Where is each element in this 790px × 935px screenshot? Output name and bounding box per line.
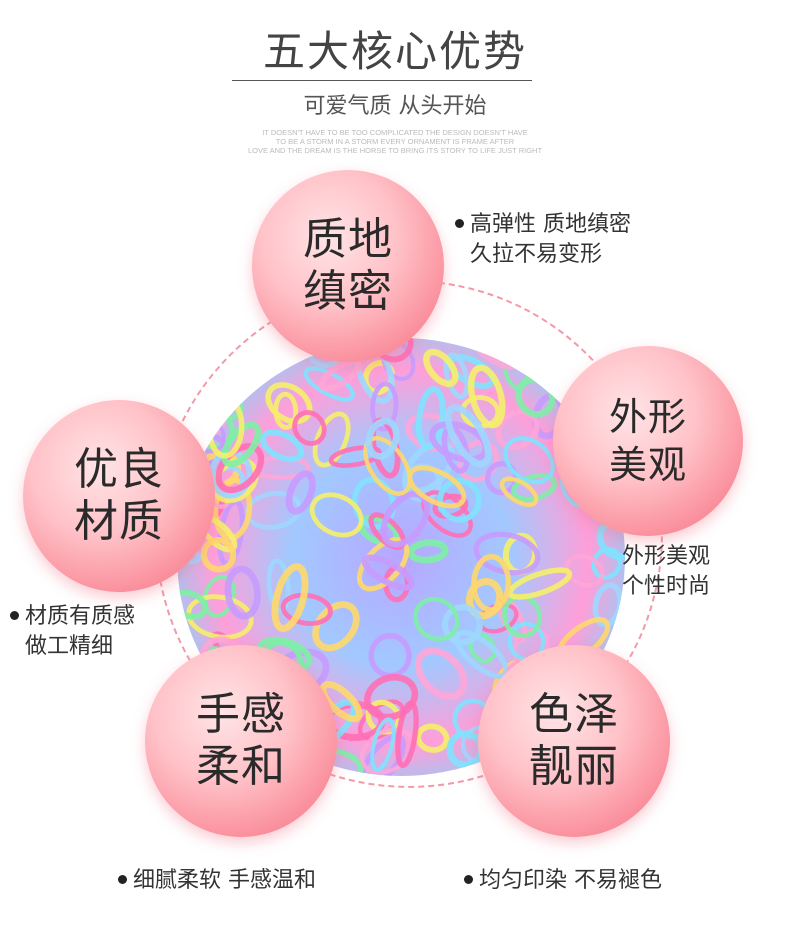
hair-band	[224, 565, 261, 620]
hair-band	[177, 589, 209, 620]
hair-band	[312, 411, 351, 468]
hair-band	[407, 539, 449, 564]
desc-texture: 高弹性 质地缜密 久拉不易变形	[455, 210, 631, 270]
hair-band	[328, 445, 382, 468]
desc-feel-1: 细腻柔软 手感温和	[133, 868, 316, 893]
hair-band	[318, 358, 362, 392]
hair-band	[415, 386, 446, 451]
hair-band	[503, 436, 555, 485]
hair-band	[200, 537, 237, 573]
bullet-dot	[464, 874, 473, 884]
hair-band	[473, 531, 541, 576]
desc-appearance: 外形美观 个性时尚	[622, 542, 710, 602]
desc-appearance-2: 个性时尚	[622, 574, 711, 599]
feature-texture-line1: 质地	[303, 214, 393, 265]
hair-band	[186, 594, 254, 640]
feature-bubble-appearance: 外形 美观	[553, 346, 743, 536]
hair-band	[265, 382, 313, 425]
desc-color: 均匀印染 不易褪色	[464, 866, 662, 896]
hair-band	[579, 338, 625, 354]
hair-band	[280, 592, 333, 626]
desc-material-1: 材质有质感	[25, 604, 136, 629]
feature-color-line2: 靓丽	[529, 741, 619, 792]
feature-bubble-feel: 手感 柔和	[145, 645, 337, 837]
desc-appearance-1: 外形美观	[622, 544, 711, 569]
hair-band	[361, 554, 415, 591]
desc-material: 材质有质感 做工精细	[10, 602, 135, 662]
hair-band	[309, 492, 364, 538]
bullet-dot	[10, 610, 19, 620]
hair-band	[444, 404, 492, 468]
hair-band	[364, 673, 419, 721]
hair-band	[303, 366, 356, 402]
hair-band	[292, 410, 327, 446]
hair-band	[596, 520, 625, 561]
tagline-line-2: TO BE A STORM IN A STORM EVERY ORNAMENT …	[275, 137, 515, 146]
hair-band	[499, 476, 539, 507]
bullet-dot	[118, 874, 127, 884]
hair-band	[312, 601, 360, 652]
feature-bubble-material: 优良 材质	[23, 400, 215, 592]
hair-band	[471, 554, 512, 613]
hair-band	[441, 604, 483, 646]
tagline-line-1: IT DOESN'T HAVE TO BE TOO COMPLICATED TH…	[262, 128, 528, 137]
hair-band	[467, 364, 506, 429]
desc-color-1: 均匀印染 不易褪色	[479, 868, 662, 893]
feature-feel-line2: 柔和	[196, 741, 286, 792]
hair-band	[221, 421, 262, 468]
hair-band	[370, 381, 399, 432]
hair-band	[372, 338, 414, 363]
hair-band	[266, 558, 291, 614]
feature-appearance-line1: 外形	[608, 395, 687, 439]
feature-color-line1: 色泽	[529, 689, 619, 740]
hair-band	[285, 470, 316, 515]
desc-material-2: 做工精细	[25, 634, 114, 659]
hair-bands-illustration	[177, 338, 625, 776]
hair-band	[368, 633, 412, 679]
desc-texture-1: 高弹性 质地缜密	[470, 212, 631, 237]
hair-band	[370, 717, 396, 772]
hair-band	[564, 554, 605, 588]
page-subtitle: 可爱气质 从头开始	[303, 94, 487, 119]
hair-band	[495, 409, 540, 450]
hair-band	[259, 429, 305, 463]
desc-texture-2: 久拉不易变形	[470, 242, 603, 267]
feature-texture-line2: 缜密	[303, 266, 393, 317]
hair-band	[365, 417, 400, 460]
hair-band	[443, 352, 470, 400]
hair-band	[415, 723, 450, 753]
feature-feel-line1: 手感	[196, 689, 286, 740]
hair-band	[437, 478, 482, 523]
title-divider	[232, 80, 532, 81]
hair-band	[413, 596, 460, 642]
feature-material-line2: 材质	[74, 496, 164, 547]
page-title: 五大核心优势	[262, 27, 527, 76]
tagline-line-3: LOVE AND THE DREAM IS THE HORSE TO BRING…	[247, 146, 543, 155]
desc-feel: 细腻柔软 手感温和	[118, 866, 316, 896]
bullet-dot	[455, 218, 464, 228]
english-tagline: IT DOESN'T HAVE TO BE TOO COMPLICATED TH…	[0, 128, 790, 155]
hair-band	[271, 563, 309, 632]
hair-band	[507, 567, 573, 600]
hair-band	[319, 681, 363, 723]
hair-band	[423, 348, 459, 388]
feature-appearance-line2: 美观	[608, 443, 687, 487]
feature-bubble-color: 色泽 靓丽	[478, 645, 670, 837]
feature-material-line1: 优良	[74, 444, 164, 495]
feature-bubble-texture: 质地 缜密	[252, 170, 444, 362]
hair-band	[591, 546, 623, 580]
hair-band	[414, 647, 468, 700]
